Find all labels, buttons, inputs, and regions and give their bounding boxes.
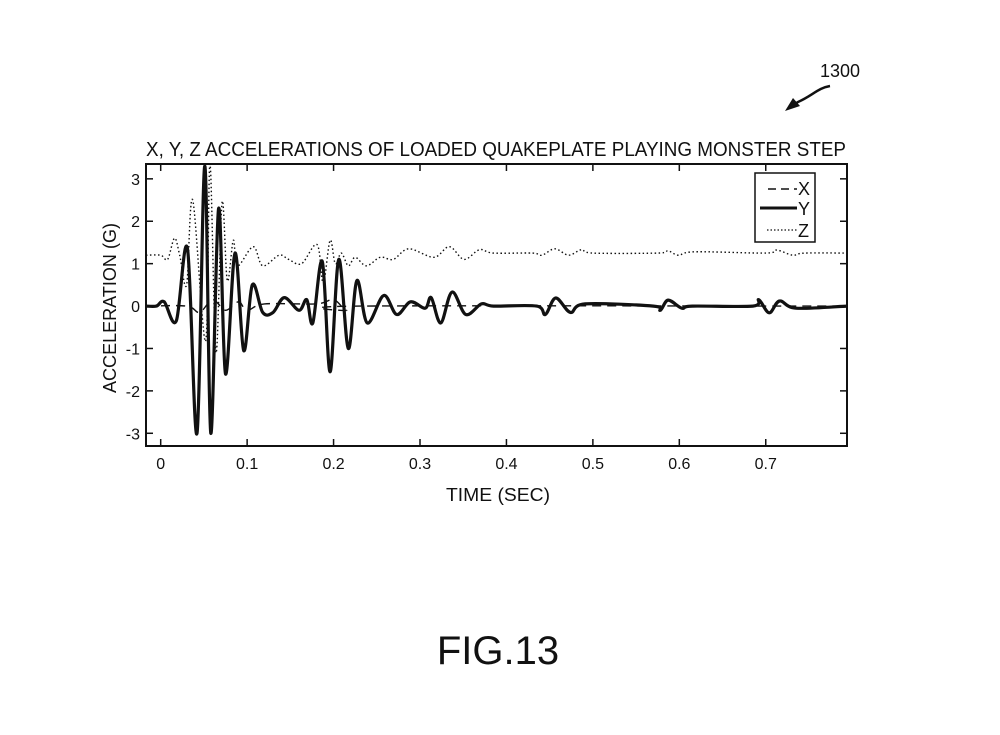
x-tick-label: 0: [156, 456, 165, 473]
figure-caption: FIG.13: [437, 629, 559, 673]
reference-numeral: 1300: [820, 61, 860, 81]
reference-arrow-icon: [785, 84, 831, 111]
x-tick-label: 0.6: [668, 456, 690, 473]
series-x-line: [145, 298, 848, 314]
x-tick-label: 0.7: [755, 456, 777, 473]
x-tick-label: 0.2: [322, 456, 344, 473]
chart-title: X, Y, Z ACCELERATIONS OF LOADED QUAKEPLA…: [146, 139, 846, 161]
plot-frame: [145, 163, 848, 447]
x-tick-label: 0.1: [236, 456, 258, 473]
y-tick-label: 1: [131, 257, 140, 274]
y-tick-label: -2: [126, 384, 140, 401]
x-tick-label: 0.4: [495, 456, 517, 473]
x-tick-label: 0.5: [582, 456, 604, 473]
y-tick-label: -1: [126, 341, 140, 358]
legend-label-y: Y: [798, 199, 810, 219]
y-tick-label: 2: [131, 214, 140, 231]
y-tick-label: -3: [126, 426, 140, 443]
series-z-line: [145, 163, 848, 354]
y-tick-label: 3: [131, 172, 140, 189]
y-tick-label: 0: [131, 299, 140, 316]
legend-label-x: X: [798, 179, 810, 199]
legend-label-z: Z: [798, 221, 809, 241]
x-tick-label: 0.3: [409, 456, 431, 473]
legend: X Y Z: [754, 172, 816, 243]
series-y-line: [145, 164, 848, 436]
x-axis-label: TIME (SEC): [446, 485, 550, 505]
y-axis-label: ACCELERATION (G): [100, 223, 120, 393]
